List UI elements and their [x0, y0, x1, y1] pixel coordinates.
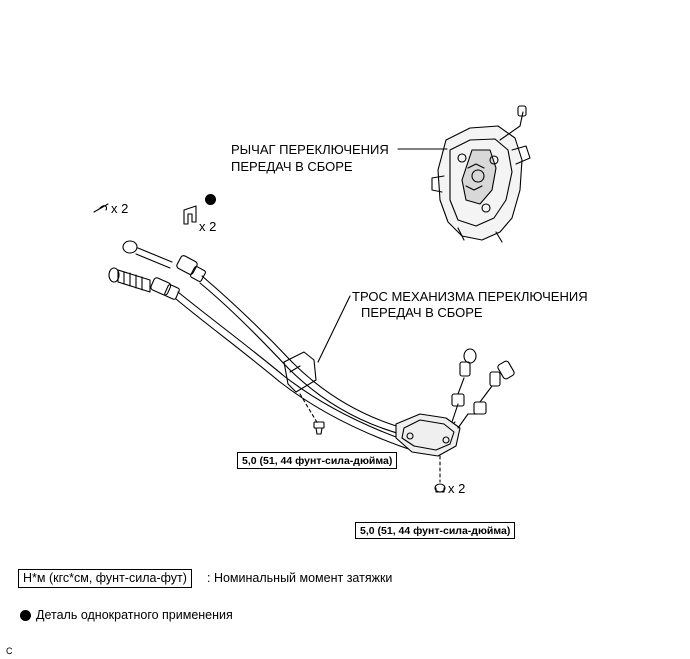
clip-quantity: x 2	[111, 201, 129, 216]
cable-leader-line	[317, 295, 351, 363]
legend-torque-description: : Номинальный момент затяжки	[207, 571, 393, 585]
cable-label-line2: ПЕРЕДАЧ В СБОРЕ	[361, 305, 483, 320]
bolt-drawing	[299, 393, 325, 435]
legend-single-use-icon	[20, 610, 31, 621]
legend-single-use-description: Деталь однократного применения	[36, 608, 233, 622]
retainer-drawing	[183, 205, 197, 225]
single-use-marker-icon	[205, 194, 216, 205]
cable-label-line1: ТРОС МЕХАНИЗМА ПЕРЕКЛЮЧЕНИЯ	[352, 289, 588, 304]
lever-label-line1: РЫЧАГ ПЕРЕКЛЮЧЕНИЯ	[231, 142, 389, 157]
nut-quantity: x 2	[448, 481, 466, 496]
shift-lever-assembly-drawing	[431, 105, 531, 243]
bolt-torque-spec: 5,0 (51, 44 фунт-сила-дюйма)	[237, 452, 398, 469]
nut-torque-spec: 5,0 (51, 44 фунт-сила-дюйма)	[355, 522, 516, 539]
legend-torque-unit-box: Н*м (кгс*см, фунт-сила-фут)	[18, 569, 192, 588]
corner-mark: C	[6, 646, 13, 656]
clip-drawing	[93, 203, 109, 213]
retainer-quantity: x 2	[199, 219, 217, 234]
lever-label-line2: ПЕРЕДАЧ В СБОРЕ	[231, 159, 353, 174]
nut-drawing	[434, 455, 446, 493]
shift-cable-drawing	[108, 240, 515, 457]
